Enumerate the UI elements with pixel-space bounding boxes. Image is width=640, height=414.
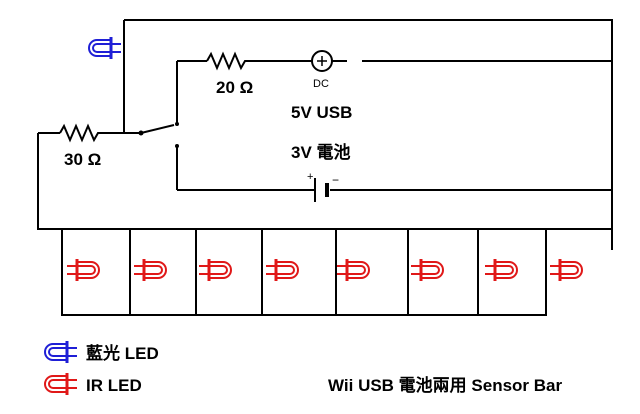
label-r1: 20 Ω	[216, 78, 253, 97]
ir-led-symbol	[199, 259, 232, 281]
legend-ir-led-icon	[44, 373, 77, 395]
legend-ir-led-symbol	[44, 373, 77, 395]
switch-contact-usb	[175, 122, 179, 126]
wire-left	[37, 133, 62, 230]
ir-led-symbol	[485, 259, 518, 281]
label-5v-usb: 5V USB	[291, 103, 352, 122]
wires	[37, 19, 613, 230]
label-dc: DC	[313, 78, 329, 90]
blue-led-symbol	[88, 37, 121, 59]
ir-led-symbol	[266, 259, 299, 281]
ir-led-symbol	[550, 259, 583, 281]
label-3v-battery: 3V 電池	[291, 142, 351, 162]
battery-symbol: + −	[307, 171, 339, 202]
legend-ir-label: IR LED	[86, 376, 142, 395]
battery-plus-sign: +	[307, 171, 313, 183]
battery-minus-sign: −	[332, 173, 339, 187]
ir-led-symbol	[337, 259, 370, 281]
ir-led-symbol	[134, 259, 167, 281]
ladder-bottom-rail	[61, 229, 547, 316]
legend-blue-led-icon	[44, 341, 77, 363]
diagram-title: Wii USB 電池兩用 Sensor Bar	[328, 375, 562, 395]
ir-led-ladder	[61, 228, 613, 316]
resistor-20-ohm	[206, 51, 249, 71]
blue-led-icon	[88, 37, 121, 59]
label-r2: 30 Ω	[64, 150, 101, 169]
switch-blade	[140, 124, 175, 134]
legend-blue-led-symbol	[44, 341, 77, 363]
switch-contact-battery	[175, 144, 179, 148]
ir-led-symbol	[67, 259, 100, 281]
ir-led-symbol	[411, 259, 444, 281]
wire-top	[124, 19, 613, 229]
dc-source-symbol	[311, 50, 333, 72]
legend-blue-label: 藍光 LED	[86, 343, 159, 363]
selector-switch	[138, 122, 179, 148]
resistor-30-ohm	[59, 123, 102, 143]
